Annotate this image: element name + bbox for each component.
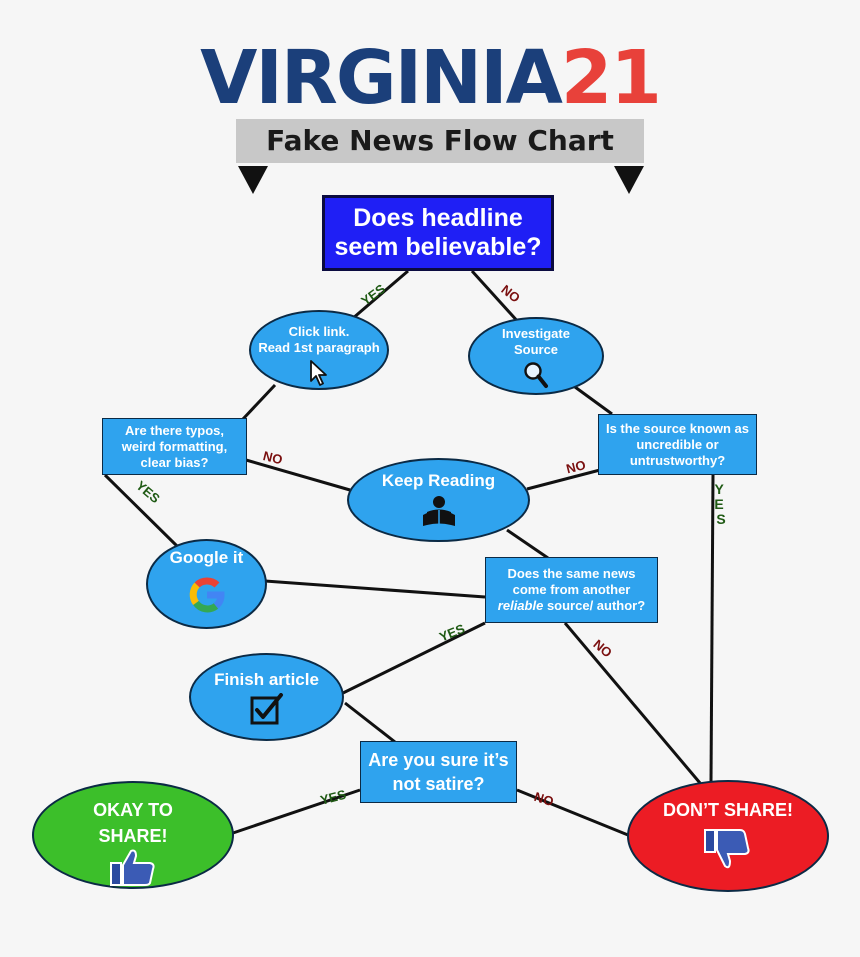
node-keep-reading: Keep Reading bbox=[347, 458, 530, 542]
checkbox-icon bbox=[250, 693, 283, 725]
node-text: uncredible or bbox=[636, 436, 719, 452]
node-text: come from another bbox=[512, 582, 631, 597]
node-text: Keep Reading bbox=[381, 471, 496, 490]
node-headline-believable: Does headline seem believable? bbox=[322, 195, 554, 271]
edge-label-no: NO bbox=[565, 457, 588, 476]
node-dont-share: DON’T SHARE! bbox=[627, 780, 829, 892]
edge-google-same bbox=[264, 579, 486, 599]
node-text: OKAY TO bbox=[93, 800, 173, 820]
edge-source-keep bbox=[526, 468, 601, 491]
node-text: Are there typos, bbox=[125, 422, 224, 438]
node-source-known-question: Is the source known as uncredible or unt… bbox=[598, 414, 757, 475]
edge-satire-okay bbox=[232, 788, 361, 835]
logo-number: 21 bbox=[560, 35, 662, 121]
edge-typos-keep bbox=[245, 458, 351, 492]
node-finish-article: Finish article bbox=[189, 653, 344, 741]
edge-label-yes-vertical: Y E S bbox=[714, 481, 727, 527]
node-text: Source bbox=[513, 342, 559, 357]
node-text: Are you sure it’s bbox=[368, 750, 509, 770]
edge-label-no: NO bbox=[532, 789, 555, 809]
edge-label-no: NO bbox=[262, 448, 285, 467]
virginia21-logo: VIRGINIA21 bbox=[0, 38, 860, 118]
node-click-link: Click link. Read 1st paragraph bbox=[249, 310, 389, 390]
node-text: Investigate bbox=[502, 326, 570, 341]
thumbs-down-icon bbox=[704, 829, 750, 869]
node-text: not satire? bbox=[392, 774, 485, 794]
edge-label-no: NO bbox=[498, 282, 523, 306]
edge-typos-google bbox=[103, 473, 180, 549]
node-text: SHARE! bbox=[98, 826, 168, 846]
node-investigate-source: Investigate Source bbox=[468, 317, 604, 395]
node-text: untrustworthy? bbox=[629, 452, 726, 468]
node-text: DON’T SHARE! bbox=[663, 800, 793, 820]
node-text-line: reliable source/ author? bbox=[498, 598, 645, 614]
edge-label-yes: YES bbox=[358, 281, 388, 309]
page-title: Fake News Flow Chart bbox=[236, 119, 644, 163]
node-okay-to-share: OKAY TO SHARE! bbox=[32, 781, 234, 889]
edge-click-typos bbox=[241, 383, 277, 421]
yes-letter: E bbox=[714, 496, 723, 512]
edge-finish-satire bbox=[344, 701, 396, 744]
yes-letter: Y bbox=[715, 481, 725, 497]
node-text: Finish article bbox=[214, 670, 319, 689]
edge-label-yes: YES bbox=[319, 787, 348, 808]
node-text: source/ author? bbox=[543, 598, 646, 613]
yes-letter: S bbox=[716, 511, 725, 527]
edge-source-dont bbox=[709, 474, 715, 782]
edge-same-finish bbox=[342, 621, 486, 695]
node-typos-question: Are there typos, weird formatting, clear… bbox=[102, 418, 247, 475]
node-text: clear bias? bbox=[140, 454, 209, 470]
edge-keep-same bbox=[506, 528, 549, 560]
edge-satire-dont bbox=[516, 788, 629, 837]
magnifier-icon bbox=[524, 362, 548, 388]
node-text: Read 1st paragraph bbox=[258, 340, 380, 355]
edge-label-yes: YES bbox=[133, 478, 163, 506]
node-text: Is the source known as bbox=[605, 420, 750, 436]
edge-investigate-source bbox=[574, 385, 613, 416]
node-same-news-question: Does the same news come from another rel… bbox=[485, 557, 658, 623]
node-text: Google it bbox=[169, 548, 244, 567]
logo-brand: VIRGINIA bbox=[200, 35, 563, 121]
node-google-it: Google it bbox=[146, 539, 267, 629]
node-text: weird formatting, bbox=[121, 438, 228, 454]
edge-same-dont bbox=[563, 622, 702, 784]
thumbs-up-icon bbox=[110, 849, 155, 886]
node-text: Click link. bbox=[288, 324, 350, 339]
edge-headline-investigate bbox=[470, 269, 522, 326]
cursor-icon bbox=[310, 360, 327, 386]
edge-label-yes: YES bbox=[437, 621, 467, 645]
banner-left-triangle bbox=[238, 166, 268, 194]
reader-icon bbox=[422, 496, 455, 526]
node-text-emphasis: reliable bbox=[497, 598, 544, 613]
banner-right-triangle bbox=[614, 166, 644, 194]
google-g-icon bbox=[189, 577, 224, 613]
node-text: seem believable? bbox=[334, 233, 542, 261]
node-text: Does the same news bbox=[507, 566, 636, 581]
node-satire-question: Are you sure it’s not satire? bbox=[360, 741, 517, 803]
node-text: Does headline bbox=[353, 204, 523, 232]
